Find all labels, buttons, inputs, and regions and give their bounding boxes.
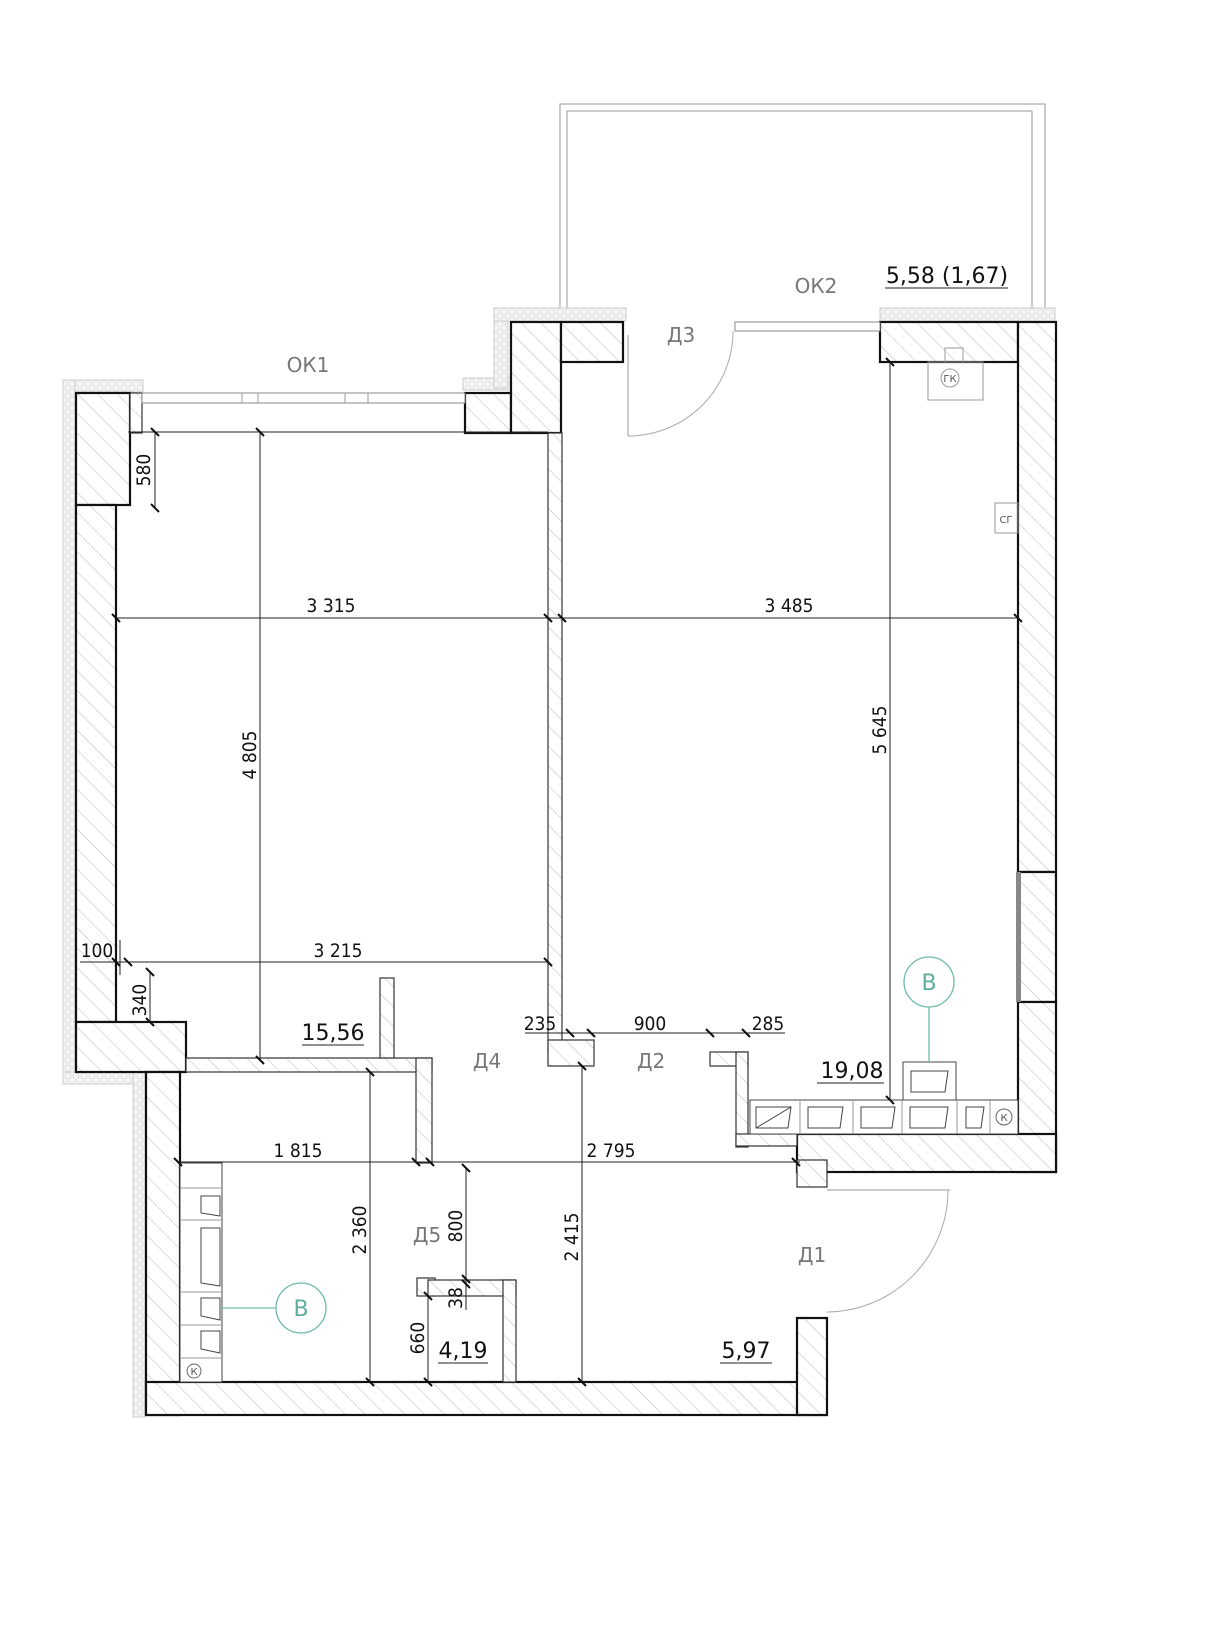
dim-2360: 2 360	[349, 1206, 371, 1255]
area-living-left: 15,56	[302, 1021, 365, 1046]
gas-meter-label: СГ	[999, 515, 1012, 526]
gas-meter	[994, 502, 1019, 534]
svg-text:5,97: 5,97	[722, 1339, 771, 1364]
area-hall: 5,97	[720, 1339, 772, 1364]
svg-text:19,08: 19,08	[821, 1059, 884, 1084]
door-label-d4: Д4	[473, 1049, 501, 1073]
dim-2415: 2 415	[561, 1213, 583, 1262]
kitchen-cabinets-right	[749, 1061, 1019, 1135]
dimension-labels: 580 3 315 3 485 4 805 5 645 100 3 215 34…	[81, 454, 891, 1355]
dim-340: 340	[129, 984, 151, 1017]
dim-4805: 4 805	[239, 731, 261, 780]
window-label-ok1: ОК1	[287, 353, 330, 377]
dim-580: 580	[133, 454, 155, 487]
dim-5645: 5 645	[869, 706, 891, 755]
dim-3315: 3 315	[307, 595, 356, 617]
dim-100: 100	[81, 940, 114, 962]
balcony-outline	[559, 103, 1046, 322]
door-label-d5: Д5	[413, 1223, 441, 1247]
marker-b-right: В	[903, 956, 955, 1062]
door-label-d2: Д2	[637, 1049, 665, 1073]
dimension-lines	[80, 357, 1023, 1387]
gas-boiler	[927, 347, 984, 401]
kitchen-cabinets-left	[179, 1162, 223, 1383]
marker-b-label: В	[921, 971, 936, 996]
k-label: К	[1000, 1113, 1007, 1124]
door-d1-swing	[826, 1189, 950, 1313]
walls	[74, 320, 1058, 1417]
area-bathroom: 4,19	[438, 1339, 488, 1364]
dim-38: 38	[445, 1287, 467, 1309]
dim-2795: 2 795	[587, 1140, 636, 1162]
marker-b-left: В	[222, 1282, 327, 1334]
dim-800: 800	[445, 1210, 467, 1243]
dim-285: 285	[752, 1013, 785, 1035]
area-living-right: 19,08	[817, 1059, 884, 1084]
door-d3-swing	[627, 330, 734, 437]
door-label-d1: Д1	[798, 1243, 826, 1267]
svg-text:4,19: 4,19	[439, 1339, 488, 1364]
dim-900: 900	[634, 1013, 667, 1035]
window-ok1	[141, 392, 466, 404]
dim-3485: 3 485	[765, 595, 814, 617]
window-label-ok2: ОК2	[795, 274, 838, 298]
dim-1815: 1 815	[274, 1140, 323, 1162]
window-right	[1016, 872, 1021, 1002]
svg-text:5,58 (1,67): 5,58 (1,67)	[886, 264, 1008, 289]
svg-text:15,56: 15,56	[302, 1021, 365, 1046]
door-label-d3: Д3	[667, 323, 695, 347]
marker-b-label: В	[293, 1297, 308, 1322]
window-ok2	[734, 321, 881, 332]
dim-235: 235	[524, 1013, 557, 1035]
k-label: К	[190, 1367, 197, 1378]
dim-3215: 3 215	[314, 940, 363, 962]
area-balcony: 5,58 (1,67)	[885, 264, 1008, 289]
dim-660: 660	[407, 1322, 429, 1355]
gas-boiler-label: ГК	[943, 374, 956, 385]
